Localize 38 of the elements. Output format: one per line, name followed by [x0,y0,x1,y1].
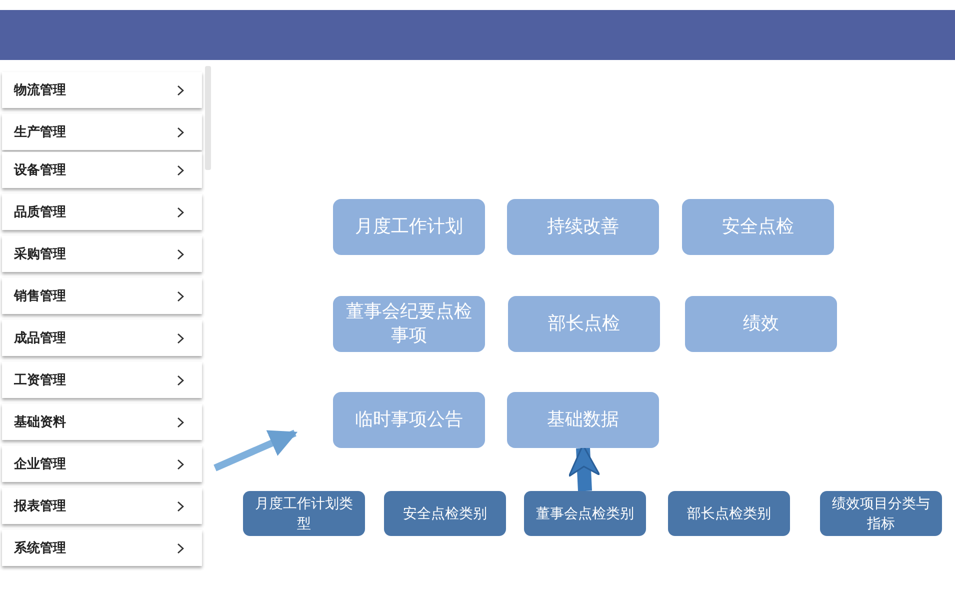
menu-label: 企业管理 [14,456,67,473]
module-tile: 临时事项公告 [333,392,485,448]
menu-label: 采购管理 [14,246,67,263]
menu-item [2,404,202,440]
module-tile: 安全点检 [682,199,834,255]
menu-item [2,72,202,108]
menu-item [2,194,202,230]
module-tile: 月度工作计划 [333,199,485,255]
arrow [214,430,298,472]
menu-item [2,152,202,188]
module-tile: 董事会纪要点检事项 [333,296,485,352]
menu-item [2,446,202,482]
module-tile: 部长点检 [508,296,660,352]
menu-label: 基础资料 [14,414,67,431]
menu-label: 生产管理 [14,124,67,141]
menu-label: 物流管理 [14,82,67,99]
category-tile: 月度工作计划类型 [243,491,365,536]
menu-item [2,236,202,272]
menu-label: 品质管理 [14,204,67,221]
menu-label: 成品管理 [14,330,67,347]
menu-item [2,530,202,566]
menu-label: 设备管理 [14,162,67,179]
menu-item [2,320,202,356]
module-tile: 持续改善 [507,199,659,255]
menu-label: 报表管理 [14,498,67,515]
menu-label: 工资管理 [14,372,67,389]
menu-item [2,114,202,150]
category-tile: 董事会点检类别 [524,491,646,536]
module-tile: 绩效 [685,296,837,352]
menu-item [2,278,202,314]
menu-item [2,362,202,398]
module-tile: 基础数据 [507,392,659,448]
menu-label: 系统管理 [14,540,67,557]
menu-item [2,488,202,524]
menu-label: 销售管理 [14,288,67,305]
category-tile: 部长点检类别 [668,491,790,536]
category-tile: 安全点检类别 [384,491,506,536]
category-tile: 绩效项目分类与指标 [820,491,942,536]
